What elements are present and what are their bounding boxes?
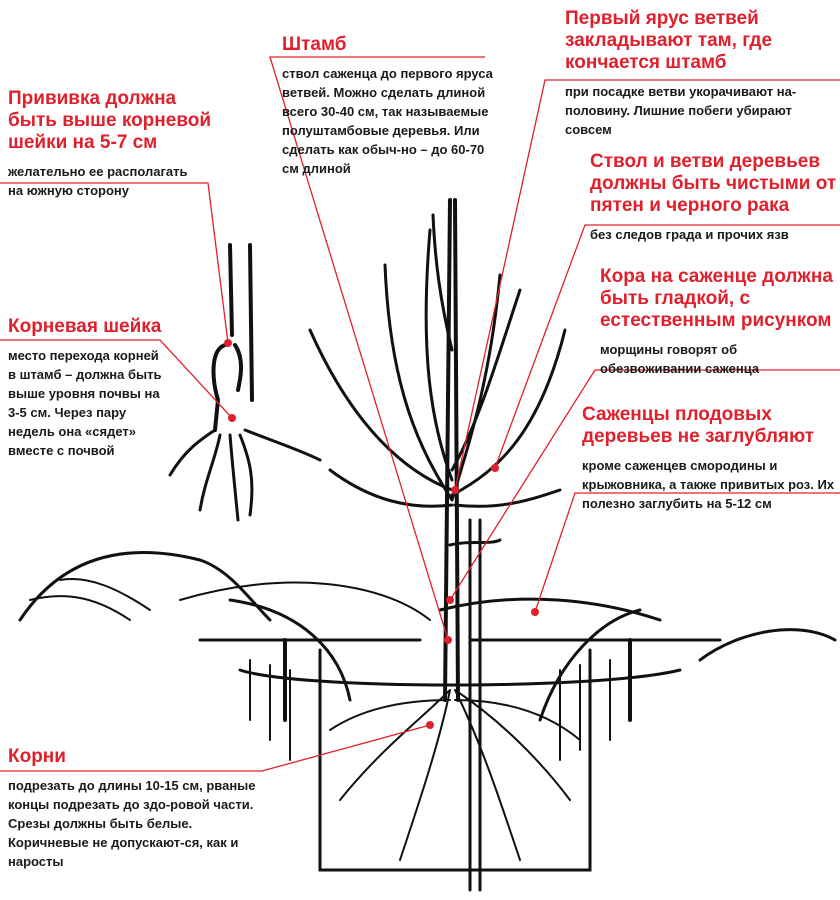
marker-dot bbox=[444, 636, 452, 644]
stem-text: ствол саженца до первого яруса ветвей. М… bbox=[282, 66, 493, 176]
clean-trunk-title: Ствол и ветви деревьев должны быть чисты… bbox=[590, 151, 837, 216]
first-tier-callout: Первый ярус ветвей закладывают там, где … bbox=[560, 8, 838, 139]
stem-callout: Штамб ствол саженца до первого яруса вет… bbox=[282, 34, 497, 178]
first-tier-title: Первый ярус ветвей закладывают там, где … bbox=[565, 8, 773, 73]
leader-clean-trunk bbox=[494, 224, 840, 469]
roots-callout: Корни подрезать до длины 10-15 см, рваны… bbox=[8, 746, 268, 871]
planting-hole bbox=[318, 648, 592, 872]
grafting-text: желательно ее располагать на южную сторо… bbox=[8, 164, 188, 198]
leader-roots bbox=[0, 724, 431, 772]
marker-dot bbox=[224, 339, 232, 347]
right-callouts: Первый ярус ветвей закладывают там, где … bbox=[560, 8, 838, 513]
depth-text: кроме саженцев смородины и крыжовника, а… bbox=[582, 458, 835, 511]
stem-title: Штамб bbox=[282, 34, 347, 55]
bark-title: Кора на саженце должна быть гладкой, с е… bbox=[600, 266, 833, 331]
bark-callout: Кора на саженце должна быть гладкой, с е… bbox=[560, 266, 838, 378]
sapling-graft bbox=[228, 243, 254, 402]
marker-dot bbox=[228, 414, 236, 422]
leader-grafting bbox=[0, 182, 229, 344]
leader-stem bbox=[269, 56, 485, 641]
marker-dot bbox=[491, 464, 499, 472]
marker-dot bbox=[531, 608, 539, 616]
hill-left bbox=[18, 551, 272, 622]
tree-trunk bbox=[443, 198, 460, 702]
marker-dot bbox=[426, 721, 434, 729]
root-collar-text: место перехода корней в штамб – должна б… bbox=[8, 348, 162, 458]
clean-trunk-callout: Ствол и ветви деревьев должны быть чисты… bbox=[560, 151, 838, 244]
grafting-callout: Прививка должна быть выше корневой шейки… bbox=[8, 88, 228, 200]
grafting-title: Прививка должна быть выше корневой шейки… bbox=[8, 88, 212, 153]
root-collar-title: Корневая шейка bbox=[8, 316, 162, 337]
bark-text: морщины говорят об обезвоживании саженца bbox=[600, 342, 760, 376]
roots-title: Корни bbox=[8, 746, 66, 767]
roots-text: подрезать до длины 10-15 см, рваные конц… bbox=[8, 778, 256, 869]
sapling-roots bbox=[168, 428, 322, 522]
tree-roots bbox=[329, 689, 581, 861]
marker-dot bbox=[451, 486, 459, 494]
leader-depth bbox=[534, 492, 840, 613]
depth-callout: Саженцы плодовых деревьев не заглубляют … bbox=[560, 404, 838, 513]
first-tier-text: при посадке ветви укорачивают на-половин… bbox=[565, 84, 797, 137]
clean-trunk-text: без следов града и прочих язв bbox=[590, 227, 789, 242]
tree-branches bbox=[308, 213, 567, 508]
root-collar-callout: Корневая шейка место перехода корней в ш… bbox=[8, 316, 208, 460]
stake bbox=[468, 518, 482, 892]
depth-title: Саженцы плодовых деревьев не заглубляют bbox=[582, 404, 815, 447]
leader-bark bbox=[449, 369, 840, 601]
leader-root-collar bbox=[0, 339, 233, 419]
hill-right bbox=[698, 628, 837, 662]
marker-dot bbox=[446, 596, 454, 604]
leader-first-tier bbox=[454, 79, 840, 491]
